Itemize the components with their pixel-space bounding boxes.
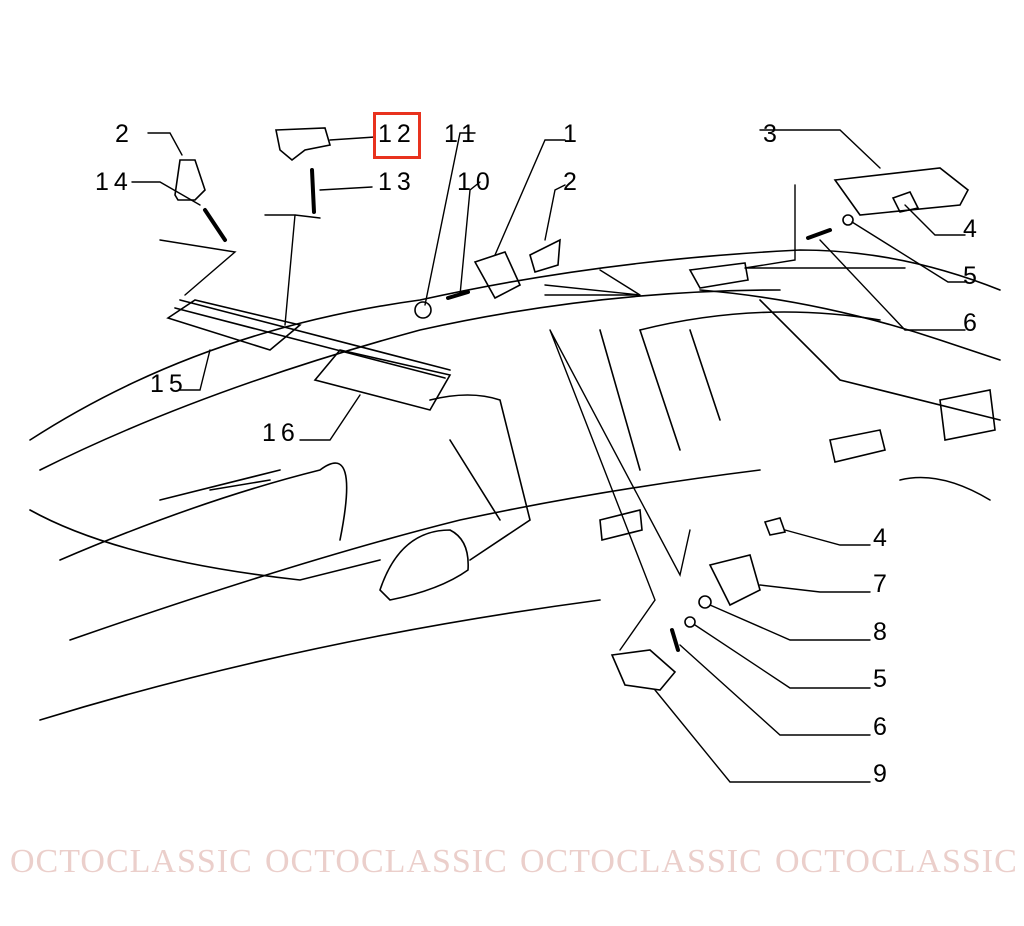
callout-label-5: 5 [873, 665, 892, 693]
washer-5-top [842, 214, 854, 226]
callout-label-8: 8 [873, 618, 892, 646]
callout-label-4: 4 [873, 524, 892, 552]
part-2-right [529, 238, 561, 274]
car-body-outline [29, 249, 1001, 721]
callout-label-14: 14 [95, 168, 133, 196]
bushing-11 [414, 301, 432, 319]
handle-mount [688, 262, 749, 289]
callout-label-12: 12 [378, 120, 416, 148]
callout-label-2: 2 [563, 168, 582, 196]
callout-label-6: 6 [963, 309, 982, 337]
part-2-left [174, 159, 206, 201]
screw-10 [446, 290, 470, 300]
clip-4-top [891, 191, 920, 213]
highlight-box-12 [373, 112, 421, 159]
callout-label-15: 15 [150, 370, 188, 398]
screw-14 [203, 208, 227, 242]
screw-6 [670, 628, 680, 652]
callout-label-9: 9 [873, 760, 892, 788]
callout-label-7: 7 [873, 570, 892, 598]
nut-8 [698, 595, 712, 609]
handle-3 [833, 167, 970, 216]
parts [166, 127, 970, 691]
callout-label-1: 1 [563, 120, 582, 148]
sun-visor-left [166, 299, 302, 351]
screw-13 [310, 168, 316, 214]
callout-label-4: 4 [963, 215, 982, 243]
callout-label-6: 6 [873, 713, 892, 741]
callout-label-16: 16 [262, 419, 300, 447]
callout-label-10: 10 [457, 168, 495, 196]
sun-visor-right [313, 349, 452, 411]
callout-label-5: 5 [963, 262, 982, 290]
callout-label-13: 13 [378, 168, 416, 196]
handle-1 [473, 251, 522, 300]
hook-7 [708, 554, 761, 607]
screw-6-top [806, 228, 832, 240]
clip-4 [763, 517, 787, 536]
callout-label-2: 2 [115, 120, 134, 148]
callout-label-3: 3 [763, 120, 782, 148]
plate-9 [610, 649, 677, 691]
callout-label-11: 11 [444, 120, 480, 148]
bracket-12 [275, 127, 332, 162]
washer-5 [684, 616, 696, 628]
callout-lines [131, 129, 966, 783]
